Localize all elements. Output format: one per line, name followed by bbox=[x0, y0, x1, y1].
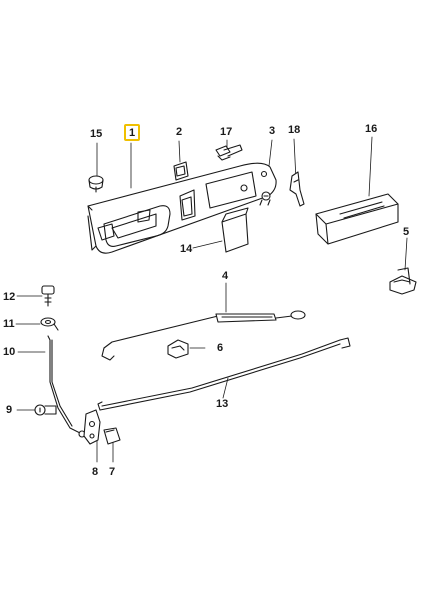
cable-clip-part bbox=[167, 339, 189, 359]
callout-12[interactable]: 12 bbox=[3, 291, 16, 303]
retaining-clip-part bbox=[173, 161, 189, 181]
clip-part bbox=[88, 175, 104, 193]
bolt-part bbox=[41, 285, 55, 307]
connecting-rod-part bbox=[97, 337, 351, 411]
callout-4[interactable]: 4 bbox=[222, 270, 229, 282]
cover-cap-part bbox=[221, 207, 249, 253]
callout-10[interactable]: 10 bbox=[3, 346, 16, 358]
bracket-clip-part bbox=[389, 267, 417, 295]
lock-knob-part bbox=[34, 404, 57, 416]
callout-1-selected[interactable]: 1 bbox=[124, 124, 141, 141]
callout-11[interactable]: 11 bbox=[3, 318, 15, 330]
lever-part bbox=[83, 409, 101, 445]
callout-5[interactable]: 5 bbox=[403, 226, 410, 238]
lock-rod-part bbox=[47, 335, 86, 438]
callout-18[interactable]: 18 bbox=[288, 124, 301, 136]
callout-17[interactable]: 17 bbox=[220, 126, 233, 138]
tray-part bbox=[315, 193, 399, 245]
door-cable-part bbox=[101, 310, 306, 361]
washer-clip-part bbox=[40, 317, 59, 331]
callout-14[interactable]: 14 bbox=[180, 243, 193, 255]
callout-15[interactable]: 15 bbox=[90, 128, 103, 140]
callout-16[interactable]: 16 bbox=[365, 123, 378, 135]
callout-7[interactable]: 7 bbox=[109, 466, 116, 478]
callout-6[interactable]: 6 bbox=[217, 342, 224, 354]
callout-2[interactable]: 2 bbox=[176, 126, 183, 138]
callout-3[interactable]: 3 bbox=[269, 125, 276, 137]
callout-13[interactable]: 13 bbox=[216, 398, 229, 410]
callout-9[interactable]: 9 bbox=[6, 404, 13, 416]
screw-nut-part bbox=[215, 144, 243, 161]
callout-8[interactable]: 8 bbox=[92, 466, 99, 478]
spring-clip-part bbox=[289, 171, 305, 207]
small-clip-part bbox=[103, 427, 121, 445]
door-handle-bracket-part bbox=[87, 162, 277, 254]
screw-part bbox=[259, 191, 271, 206]
